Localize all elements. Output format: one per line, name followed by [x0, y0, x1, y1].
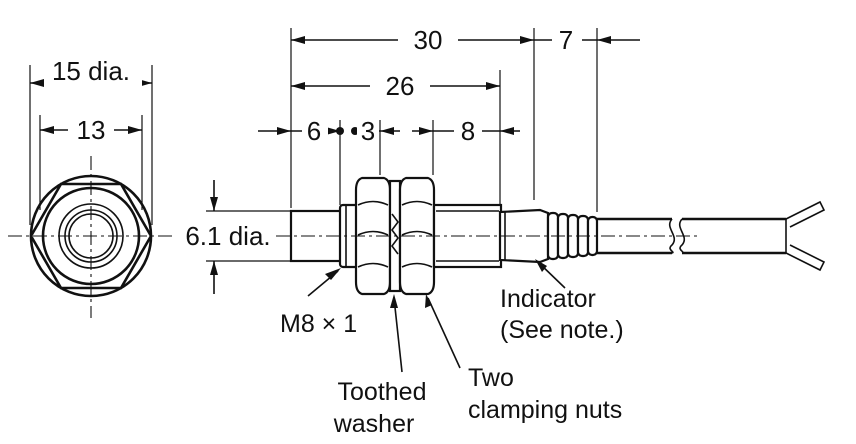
clamping-nut-rear — [398, 176, 436, 296]
front-view-hexagon — [29, 182, 153, 290]
length-7-label: 7 — [559, 25, 573, 55]
washer-label-line2: washer — [333, 410, 415, 438]
front-view: 15 dia. 13 — [8, 56, 176, 318]
length-30-label: 30 — [414, 25, 443, 55]
length-26-label: 26 — [386, 71, 415, 101]
indicator-housing — [498, 208, 550, 264]
washer-label-line1: Toothed — [338, 378, 427, 406]
length-8-label: 8 — [461, 116, 475, 146]
sensor-diameter-label: 6.1 dia. — [185, 221, 270, 251]
side-view: 30 7 26 6 3 8 — [180, 24, 826, 296]
indicator-label: Indicator — [500, 285, 596, 313]
thread-spec-label: M8 × 1 — [280, 310, 357, 338]
length-6-label: 6 — [307, 116, 321, 146]
nuts-label-line2: clamping nuts — [468, 396, 622, 424]
inner-diameter-label: 13 — [77, 115, 106, 145]
outer-diameter-label: 15 dia. — [52, 56, 130, 86]
callouts: M8 × 1 Indicator (See note.) Toothed was… — [280, 259, 624, 438]
cable — [597, 200, 826, 272]
length-3-label: 3 — [361, 116, 375, 146]
nuts-label-line1: Two — [468, 364, 514, 392]
indicator-note-label: (See note.) — [500, 316, 624, 344]
